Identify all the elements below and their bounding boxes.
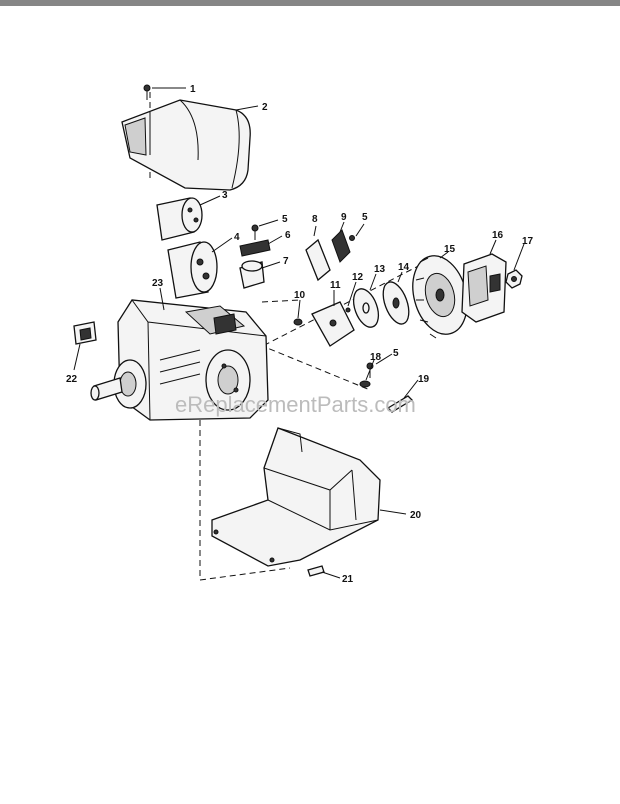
callout-13: 13 xyxy=(374,264,386,275)
callout-23: 23 xyxy=(152,278,164,289)
callout-16: 16 xyxy=(492,230,504,241)
part-2-motor-cover xyxy=(121,99,251,191)
watermark-text: eReplacementParts.com xyxy=(175,392,416,417)
parts-5-6-7-hardware xyxy=(239,224,271,289)
part-20-base-shield xyxy=(211,427,381,567)
callout-19: 19 xyxy=(418,374,430,385)
part-9-latch xyxy=(331,229,355,263)
callout-15: 15 xyxy=(444,244,456,255)
part-17-nut xyxy=(505,269,523,289)
callout-1: 1 xyxy=(190,84,196,95)
callout-20: 20 xyxy=(410,510,422,521)
callout-22: 22 xyxy=(66,374,78,385)
callout-11: 11 xyxy=(330,280,341,291)
motor-gearbox-body xyxy=(90,299,269,421)
part-21-screw xyxy=(307,565,325,577)
callout-5a: 5 xyxy=(282,214,288,225)
callout-12: 12 xyxy=(352,272,364,283)
part-13-washer xyxy=(352,288,380,328)
callout-17: 17 xyxy=(522,236,534,247)
callout-numbers: 1 2 3 4 5 6 7 8 9 5 10 11 12 13 14 15 16… xyxy=(66,84,534,585)
part-3-capacitor xyxy=(156,197,203,241)
callout-5c: 5 xyxy=(393,348,399,359)
callout-8: 8 xyxy=(312,214,318,225)
callout-2: 2 xyxy=(262,102,268,113)
part-8-plate xyxy=(305,238,331,282)
part-14-disc xyxy=(382,281,410,325)
part-22-connector xyxy=(73,321,97,345)
callout-leader-lines xyxy=(73,87,525,579)
parts-18-19-hardware xyxy=(359,362,414,413)
part-15-fan xyxy=(412,255,468,339)
callout-5b: 5 xyxy=(362,212,368,223)
callout-9: 9 xyxy=(341,212,347,223)
callout-14: 14 xyxy=(398,262,410,273)
callout-21: 21 xyxy=(342,574,354,585)
part-4-start-capacitor xyxy=(167,241,218,299)
part-1-screw xyxy=(143,84,151,100)
parts-10-11-12-switch xyxy=(293,301,355,347)
callout-7: 7 xyxy=(283,256,289,267)
callout-10: 10 xyxy=(294,290,306,301)
callout-4: 4 xyxy=(234,232,240,243)
top-edge-strip xyxy=(0,0,620,6)
callout-18: 18 xyxy=(370,352,382,363)
callout-6: 6 xyxy=(285,230,291,241)
callout-3: 3 xyxy=(222,190,228,201)
part-16-end-bracket xyxy=(461,253,507,323)
